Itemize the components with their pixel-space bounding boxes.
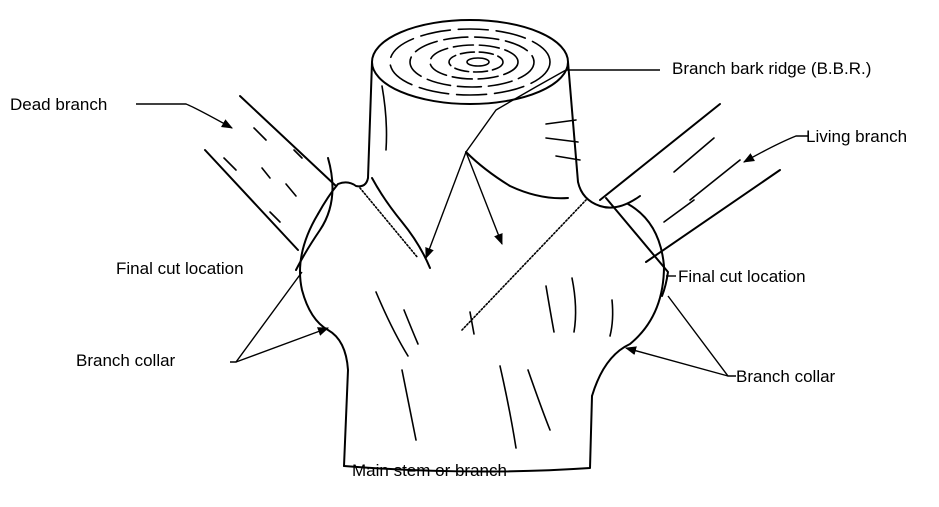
label-final-cut-right: Final cut location — [678, 268, 806, 285]
label-branch-bark-ridge: Branch bark ridge (B.B.R.) — [672, 60, 871, 77]
label-main-stem: Main stem or branch — [352, 462, 507, 479]
branch-bark-ridge-hatch — [360, 188, 586, 330]
label-dead-branch: Dead branch — [10, 96, 107, 113]
bark-texture — [376, 86, 613, 448]
stem-top-rings — [372, 20, 568, 104]
label-final-cut-left: Final cut location — [116, 260, 244, 277]
label-branch-collar-left: Branch collar — [76, 352, 175, 369]
label-branch-collar-right: Branch collar — [736, 368, 835, 385]
label-living-branch: Living branch — [806, 128, 907, 145]
leader-lines — [136, 70, 808, 376]
main-stem-outline — [300, 62, 664, 472]
dead-branch — [205, 96, 336, 270]
